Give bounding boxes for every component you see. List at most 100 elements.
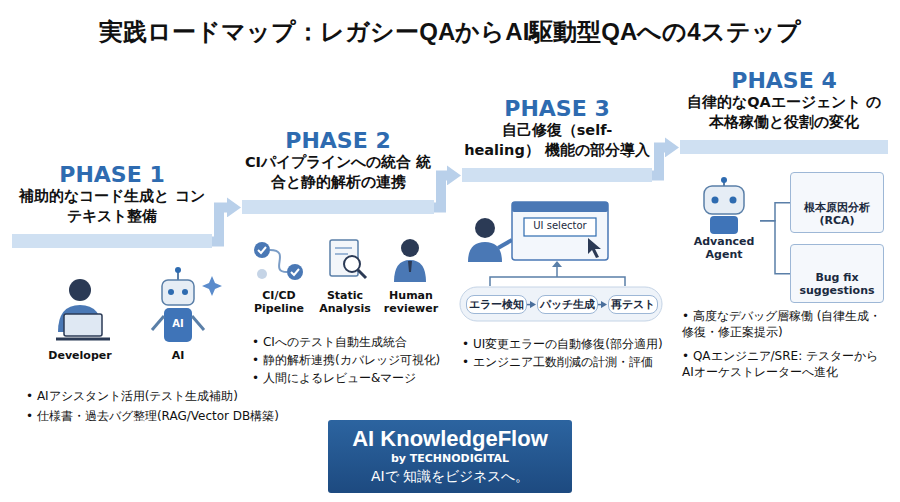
phase-arrow [212, 207, 227, 241]
bullet-item: • UI変更エラーの自動修復(部分適用) [462, 336, 676, 352]
feedback-bracket [460, 287, 662, 321]
flow-connector [760, 203, 790, 221]
agent-robot [730, 197, 737, 204]
robot-figure [202, 276, 222, 296]
chest-mark: AI [164, 318, 192, 330]
phase-step: PHASE 1補助的なコード生成と コンテキスト整備 [12, 158, 212, 248]
pipeline-icon [254, 242, 303, 280]
developer-figure [56, 279, 110, 339]
agent-robot [704, 177, 744, 234]
capability-box: 根本原因分析 (RCA) [790, 172, 884, 233]
robot-figure [152, 267, 222, 342]
developer-figure [56, 338, 110, 341]
flow-label: パッチ生成 [540, 298, 595, 311]
phase-arrow [434, 175, 447, 207]
phase-arrow [652, 147, 665, 175]
engineer-figure [475, 218, 495, 238]
bullet-item: • 仕様書・過去バグ整理(RAG/Vector DB構築) [26, 408, 288, 424]
bullet-item: • 静的解析連携(カバレッジ可視化) [252, 352, 460, 368]
phase-step: PHASE 3自己修復（self-healing） 機能の部分導入 [462, 92, 652, 182]
capability-box: Bug fix suggestions [790, 244, 884, 303]
brand-tagline: AIで 知識をビジネスへ。 [334, 467, 566, 487]
brand-owner: by TECHNODIGITAL [334, 452, 566, 466]
pipeline-icon [287, 264, 303, 280]
robot-figure [182, 289, 188, 295]
robot-figure [177, 272, 179, 280]
reviewer-icon [394, 260, 426, 282]
reviewer-icon [394, 239, 426, 282]
bullet-item: • 人間によるレビュー&マージ [252, 370, 460, 386]
agent-label: Advanced Agent [688, 236, 760, 261]
engineer-figure [468, 242, 502, 262]
bullet-item: • CIへのテスト自動生成統合 [252, 334, 460, 350]
bullet-item: • QAエンジニア/SRE: テスターから AIオーケストレーターへ進化 [682, 348, 888, 380]
flow-label: エラー検知 [469, 298, 524, 311]
developer-figure [69, 279, 91, 301]
flow-connector [598, 304, 601, 306]
robot-figure [164, 308, 192, 342]
flow-step: パッチ生成 [537, 295, 598, 314]
flow-connector [527, 304, 530, 306]
reviewer-icon [408, 261, 412, 272]
pipeline-icon [270, 250, 287, 272]
phase-step: PHASE 4自律的なQAエージェント の本格稼働と役割の変化 [680, 64, 888, 154]
brand-box: AI KnowledgeFlowby TECHNODIGITALAIで 知識をビ… [328, 420, 572, 493]
reviewer-icon [401, 239, 419, 257]
phase-heading: PHASE 2 [244, 128, 432, 153]
pipeline-icon [254, 242, 270, 258]
feedback-bracket [460, 261, 662, 321]
brand-name: AI KnowledgeFlow [334, 426, 566, 452]
ui-window [512, 202, 608, 260]
capability-label: 根本原因分析 (RCA) [795, 201, 879, 227]
ui-window [524, 218, 596, 236]
page-title: 実践ロードマップ：レガシーQAからAI駆動型QAへの4ステップ [0, 16, 900, 48]
pipeline-icon [258, 247, 266, 253]
flow-step: エラー検知 [466, 295, 527, 314]
engineer-figure [468, 218, 512, 262]
ui-element-label: UI selector [524, 220, 596, 232]
agent-node: Advanced Agent [688, 178, 760, 263]
static-analysis-icon [335, 253, 348, 255]
phase-title: 補助的なコード生成と コンテキスト整備 [14, 187, 210, 226]
agent-robot [721, 177, 727, 183]
icon-label: Static Analysis [314, 290, 376, 315]
phase-heading: PHASE 3 [464, 96, 650, 121]
figure-label: AI [158, 350, 198, 363]
static-analysis-icon [358, 270, 366, 278]
bullet-item: • AIアシスタント活用(テスト生成補助) [26, 388, 288, 404]
robot-figure [175, 267, 181, 273]
flow-step: 再テスト [608, 295, 658, 314]
robot-figure [168, 289, 174, 295]
ui-window [512, 202, 608, 212]
ui-window [588, 238, 601, 258]
feedback-bracket [490, 277, 625, 286]
pipeline-icon [257, 269, 267, 279]
ui-window [512, 202, 608, 260]
phase-step: PHASE 2CIパイプラインへの統合 統合と静的解析の連携 [242, 124, 434, 214]
bullet-item: • 高度なデバッグ層稼働 (自律生成・修復・修正案提示) [682, 308, 888, 340]
icon-label: CI/CD Pipeline [246, 290, 312, 315]
agent-robot [712, 197, 719, 204]
phase-title: 自己修復（self-healing） 機能の部分導入 [464, 121, 650, 160]
capability-label: Bug fix suggestions [795, 271, 879, 297]
flow-connector [760, 221, 790, 274]
phase-heading: PHASE 4 [682, 68, 886, 93]
agent-robot [710, 216, 738, 234]
flow-label: 再テスト [611, 298, 655, 311]
developer-figure [64, 314, 102, 336]
feedback-bracket [556, 266, 558, 277]
static-analysis-icon [330, 240, 366, 278]
phase-title: 自律的なQAエージェント の本格稼働と役割の変化 [682, 93, 886, 132]
robot-figure [152, 316, 164, 330]
agent-robot [704, 186, 744, 214]
static-analysis-icon [344, 256, 360, 272]
engineer-figure [498, 240, 512, 248]
icon-label: Human reviewer [380, 290, 442, 315]
phase-title: CIパイプラインへの統合 統合と静的解析の連携 [244, 153, 432, 192]
bullet-item: • エンジニア工数削減の計測・評価 [462, 354, 676, 370]
robot-figure [192, 316, 204, 330]
pipeline-icon [291, 269, 299, 275]
feedback-bracket [552, 261, 562, 267]
static-analysis-icon [335, 247, 352, 249]
